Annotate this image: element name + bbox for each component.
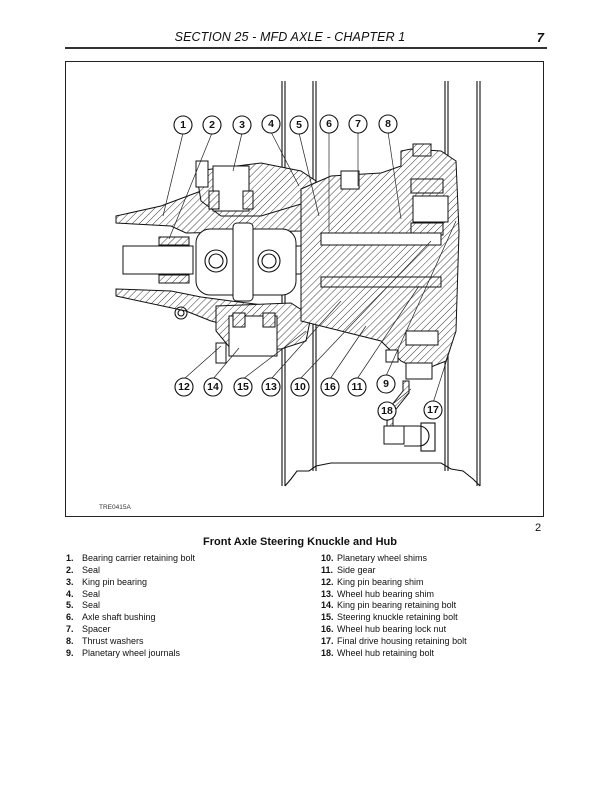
- header-rule: [65, 47, 547, 49]
- svg-text:6: 6: [326, 118, 332, 130]
- svg-text:13: 13: [265, 381, 277, 393]
- legend-item: 9.Planetary wheel journals: [66, 647, 181, 658]
- figure-reference-code: TRE0415A: [99, 504, 131, 511]
- callout-1: 1: [173, 115, 193, 135]
- legend-item: 16.Wheel hub bearing lock nut: [321, 624, 447, 635]
- svg-text:15: 15: [237, 381, 249, 393]
- svg-text:9: 9: [383, 378, 389, 390]
- legend-item: 14.King pin bearing retaining bolt: [321, 600, 457, 611]
- svg-text:3: 3: [239, 119, 245, 131]
- legend-item: 4.Seal: [66, 588, 101, 599]
- callout-3: 3: [232, 115, 252, 135]
- figure-caption: Front Axle Steering Knuckle and Hub: [203, 536, 397, 548]
- callout-12: 12: [174, 377, 194, 397]
- callout-7: 7: [348, 114, 368, 134]
- callout-8: 8: [378, 114, 398, 134]
- svg-text:4: 4: [268, 118, 274, 130]
- svg-text:14: 14: [207, 381, 219, 393]
- legend-item: 18.Wheel hub retaining bolt: [321, 647, 435, 658]
- svg-text:17: 17: [427, 404, 439, 416]
- callout-2: 2: [202, 115, 222, 135]
- callout-13: 13: [261, 377, 281, 397]
- svg-text:2: 2: [209, 119, 215, 131]
- callout-6: 6: [319, 114, 339, 134]
- svg-text:5: 5: [296, 119, 302, 131]
- legend-item: 13.Wheel hub bearing shim: [321, 588, 435, 599]
- legend-item: 12.King pin bearing shim: [321, 576, 424, 587]
- callout-11: 11: [347, 377, 367, 397]
- svg-text:11: 11: [351, 381, 362, 393]
- parts-legend-right: 10.Planetary wheel shims 11.Side gear 12…: [321, 553, 467, 660]
- legend-item: 3.King pin bearing: [66, 576, 148, 587]
- parts-legend-left: 1.Bearing carrier retaining bolt 2.Seal …: [66, 553, 195, 660]
- svg-text:1: 1: [180, 119, 186, 131]
- svg-text:16: 16: [324, 381, 336, 393]
- legend-item: 17.Final drive housing retaining bolt: [321, 635, 467, 646]
- legend-item: 6.Axle shaft bushing: [66, 612, 156, 623]
- legend-item: 2.Seal: [66, 564, 101, 575]
- legend-item: 8.Thrust washers: [66, 635, 144, 646]
- steering-knuckle-diagram: 1 2 3 4 5 6 7 8 12 14 15 13 10 16 11 9 1…: [115, 81, 481, 487]
- svg-text:7: 7: [355, 118, 361, 130]
- callout-4: 4: [261, 114, 281, 134]
- callout-9: 9: [376, 374, 396, 394]
- svg-text:8: 8: [385, 118, 391, 130]
- figure-number: 2: [535, 522, 542, 534]
- lower-king-pin: [215, 302, 312, 364]
- callout-5: 5: [289, 115, 309, 135]
- legend-item: 10.Planetary wheel shims: [321, 553, 428, 563]
- universal-joint: [195, 222, 297, 302]
- upper-king-pin: [195, 160, 317, 217]
- legend-item: 7.Spacer: [66, 624, 111, 635]
- page-number: 7: [536, 30, 544, 45]
- callout-17: 17: [423, 400, 443, 420]
- callout-16: 16: [320, 377, 340, 397]
- legend-item: 15.Steering knuckle retaining bolt: [321, 612, 458, 623]
- figure-frame: 1 2 3 4 5 6 7 8 12 14 15 13 10 16 11 9 1…: [65, 61, 544, 517]
- callout-18: 18: [377, 401, 397, 421]
- callout-14: 14: [203, 377, 223, 397]
- legend-item: 5.Seal: [66, 600, 101, 611]
- legend-item: 11.Side gear: [321, 564, 376, 575]
- svg-text:10: 10: [294, 381, 306, 393]
- svg-text:12: 12: [178, 381, 190, 393]
- callout-15: 15: [233, 377, 253, 397]
- callout-10: 10: [290, 377, 310, 397]
- section-header-title: SECTION 25 - MFD AXLE - CHAPTER 1: [174, 30, 406, 44]
- legend-item: 1.Bearing carrier retaining bolt: [66, 553, 196, 563]
- leader-lines: [162, 131, 457, 404]
- svg-text:18: 18: [381, 405, 393, 417]
- wheel-hub: [300, 143, 460, 372]
